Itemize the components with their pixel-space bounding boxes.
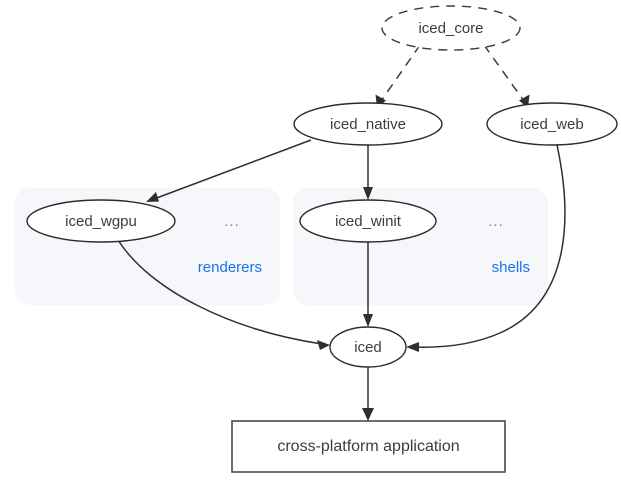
cluster-shells-ellipsis: ... [488, 213, 504, 230]
edge-core-to-web-line [483, 44, 525, 102]
edge-native-to-winit [363, 145, 373, 200]
node-iced-label: iced [354, 339, 382, 356]
node-cross-platform-application-label: cross-platform application [277, 438, 459, 455]
node-iced-web-shape[interactable] [486, 102, 618, 146]
edge-native-to-wgpu-arrowhead [146, 192, 159, 202]
node-iced-core-label: iced_core [418, 20, 483, 37]
edge-core-to-web [483, 44, 530, 108]
edge-native-to-wgpu [146, 139, 312, 202]
node-iced-wgpu-shape[interactable] [26, 199, 176, 243]
cluster-shells-label: shells [492, 259, 530, 276]
node-iced-wgpu[interactable]: iced_wgpu [26, 199, 176, 243]
edge-native-to-winit-arrowhead [363, 187, 373, 200]
node-iced[interactable]: iced [329, 326, 407, 368]
node-iced-winit-shape[interactable] [299, 199, 437, 243]
edge-web-to-iced-line [413, 144, 566, 348]
edge-winit-to-iced-arrowhead [363, 314, 373, 327]
edge-native-to-wgpu-line [153, 139, 312, 200]
cluster-renderers-label: renderers [198, 259, 262, 276]
edge-winit-to-iced [363, 242, 373, 327]
node-iced-winit[interactable]: iced_winit [299, 199, 437, 243]
node-cross-platform-application[interactable]: cross-platform application [231, 420, 506, 473]
edge-web-to-iced-arrowhead [406, 342, 419, 352]
node-iced-native[interactable]: iced_native [293, 102, 443, 146]
node-cross-platform-application-shape[interactable] [231, 420, 506, 473]
node-iced-winit-label: iced_winit [335, 213, 402, 230]
cluster-renderers-ellipsis: ... [224, 213, 240, 230]
node-iced-native-label: iced_native [330, 116, 406, 133]
edge-core-to-native-line [380, 44, 421, 102]
node-iced-core[interactable]: iced_core [381, 5, 521, 51]
node-iced-shape[interactable] [329, 326, 407, 368]
edge-wgpu-to-iced-arrowhead [317, 340, 330, 350]
edge-iced-to-application-arrowhead [362, 408, 374, 421]
edge-wgpu-to-iced-line [117, 239, 323, 345]
edge-web-to-iced [406, 144, 566, 352]
node-iced-web[interactable]: iced_web [486, 102, 618, 146]
node-iced-wgpu-label: iced_wgpu [65, 213, 137, 230]
node-iced-core-shape[interactable] [381, 5, 521, 51]
edge-core-to-native [375, 44, 421, 108]
node-iced-native-shape[interactable] [293, 102, 443, 146]
edge-wgpu-to-iced [117, 239, 330, 350]
edge-iced-to-application [362, 367, 374, 421]
node-iced-web-label: iced_web [520, 116, 583, 133]
